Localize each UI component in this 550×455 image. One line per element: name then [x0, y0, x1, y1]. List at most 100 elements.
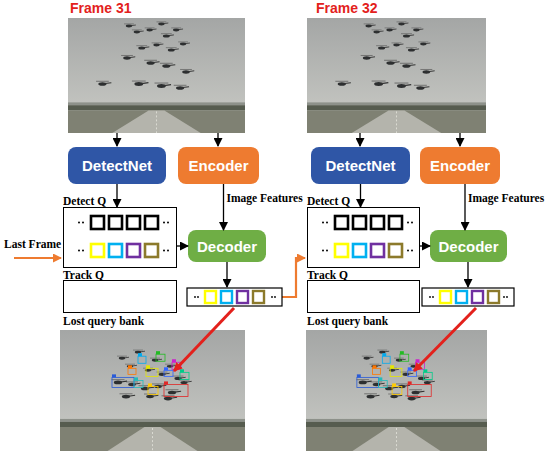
- helicopter-tail: [425, 43, 430, 45]
- helicopter-tail: [185, 43, 190, 45]
- helicopter-tail: [152, 29, 157, 31]
- detection-box: [180, 372, 189, 379]
- detection-box: [390, 368, 402, 376]
- helicopter: [335, 81, 351, 86]
- helicopter-tail: [180, 377, 186, 379]
- helicopter: [387, 368, 399, 372]
- helicopter: [371, 382, 385, 386]
- helicopter-rotor: [117, 356, 127, 357]
- helicopter: [96, 81, 111, 86]
- helicopter: [155, 83, 172, 88]
- query-box: Detect QTrack Q: [63, 207, 177, 268]
- detection-tag: [112, 374, 116, 377]
- decoder-output-arrow: [226, 262, 227, 287]
- helicopter-tail: [423, 86, 429, 88]
- helicopter-tail: [168, 34, 173, 36]
- helicopter-tail: [144, 46, 149, 48]
- helicopter-tail: [169, 64, 175, 66]
- dot: [432, 296, 434, 298]
- connector-arrow: [420, 245, 430, 246]
- query-square: [127, 216, 140, 229]
- helicopter-rotor: [96, 81, 109, 82]
- query-square: [488, 291, 499, 303]
- runway: [352, 110, 442, 133]
- helicopter-rotor: [150, 358, 160, 359]
- detection-box: [408, 384, 431, 396]
- helicopter-tail: [129, 56, 135, 58]
- dot: [271, 296, 273, 298]
- helicopter-tail: [418, 391, 424, 393]
- helicopter-rotor: [356, 379, 369, 380]
- tree-line: [307, 105, 486, 110]
- image-arrow: [359, 133, 360, 146]
- query-square: [456, 291, 467, 303]
- detection-tag: [416, 359, 420, 362]
- query-square: [253, 291, 264, 303]
- helicopter: [372, 81, 389, 86]
- detection-tag: [400, 351, 404, 354]
- helicopter-tail: [429, 381, 434, 383]
- detection-box: [164, 384, 188, 396]
- query-square: [237, 291, 248, 303]
- detection-tag: [392, 383, 396, 386]
- helicopter-tail: [142, 82, 149, 84]
- connector-arrow: [116, 184, 117, 207]
- helicopter-rotor: [132, 81, 146, 82]
- query-square: [91, 216, 104, 229]
- dot: [167, 222, 169, 224]
- helicopter-rotor: [166, 47, 177, 48]
- helicopter: [161, 34, 174, 38]
- helicopter-rotor: [409, 389, 422, 390]
- output-queries: [422, 288, 514, 306]
- detection-box: [156, 354, 165, 361]
- frame-title: Frame 32: [316, 0, 377, 16]
- helicopter-tail: [429, 70, 435, 72]
- helicopter-tail: [404, 84, 411, 86]
- helicopter-tail: [409, 34, 414, 36]
- query-square: [91, 244, 104, 257]
- helicopter-rotor: [394, 358, 404, 359]
- helicopter-rotor: [401, 33, 412, 34]
- dot: [411, 222, 413, 224]
- image-arrow: [217, 133, 218, 146]
- dot: [163, 222, 165, 224]
- output-queries: [187, 288, 282, 306]
- helicopter-tail: [140, 351, 145, 353]
- helicopter: [420, 69, 434, 73]
- helicopter: [171, 28, 183, 32]
- helicopter-tail: [171, 397, 178, 399]
- helicopter: [361, 55, 375, 59]
- helicopter-tail: [381, 82, 388, 84]
- helicopter: [179, 380, 192, 384]
- helicopter-rotor: [396, 383, 408, 384]
- query-square: [335, 216, 348, 229]
- dot: [322, 250, 324, 252]
- box-title: Encoder: [188, 157, 248, 174]
- detection-box: [400, 354, 409, 361]
- helicopter: [120, 394, 136, 399]
- helicopter-tail: [164, 84, 171, 86]
- helicopter-tail: [371, 25, 376, 27]
- dot: [78, 250, 80, 252]
- detection-tag: [164, 367, 168, 370]
- helicopter-rotor: [411, 27, 421, 28]
- helicopter-rotor: [125, 364, 135, 365]
- helicopter-rotor: [152, 383, 164, 384]
- helicopter-tail: [414, 397, 420, 399]
- detection-tag: [138, 353, 142, 356]
- output-query-box: [422, 288, 514, 306]
- detection-box: [134, 380, 143, 387]
- dot: [506, 296, 508, 298]
- helicopter: [376, 46, 389, 50]
- helicopter-tail: [163, 23, 168, 25]
- result-arrow: [174, 308, 234, 371]
- query-square: [389, 216, 402, 229]
- helicopter-tail: [394, 369, 399, 371]
- helicopter: [362, 356, 374, 360]
- runway-marking: [396, 111, 397, 133]
- helicopter: [395, 83, 412, 88]
- helicopter-rotor: [165, 364, 175, 365]
- bank-label: Lost query bank: [63, 315, 144, 327]
- helicopter: [178, 42, 190, 46]
